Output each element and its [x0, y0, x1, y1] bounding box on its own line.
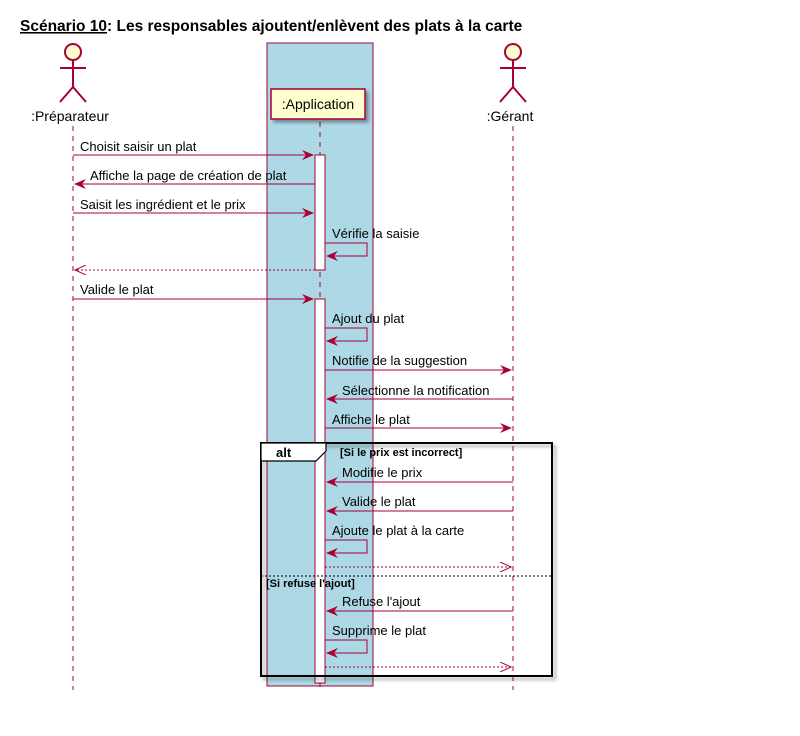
- participant-preparateur-label: :Préparateur: [31, 108, 109, 124]
- self-message-arrow: [325, 242, 368, 261]
- diagram-title: Scénario 10: Les responsables ajoutent/e…: [20, 18, 523, 35]
- message-label: Valide le plat: [342, 494, 416, 509]
- message-label: Modifie le prix: [342, 465, 423, 480]
- alt-guard-1: [Si le prix est incorrect]: [340, 447, 463, 459]
- self-message-arrow: [325, 327, 368, 346]
- message-label: Refuse l'ajout: [342, 594, 421, 609]
- alt-frame: [260, 442, 553, 677]
- message-label: Notifie de la suggestion: [332, 353, 467, 368]
- activation-bar-2: [314, 298, 326, 684]
- self-message-arrow: [325, 539, 368, 558]
- actor-gerant-icon: [499, 43, 527, 103]
- message-label: Vérifie la saisie: [332, 226, 419, 241]
- participant-application-label: :Application: [282, 96, 354, 112]
- message-label: Saisit les ingrédient et le prix: [80, 197, 246, 212]
- message-label: Sélectionne la notification: [342, 383, 489, 398]
- message-label: Choisit saisir un plat: [80, 139, 197, 154]
- alt-keyword: alt: [276, 445, 292, 460]
- participant-application-box: [270, 88, 366, 120]
- actor-preparateur-icon: [59, 43, 87, 103]
- title-scenario: Scénario 10: [20, 18, 107, 35]
- alt-guard-2: [Si refuse l'ajout]: [266, 578, 355, 590]
- participant-gerant-label: :Gérant: [487, 108, 534, 124]
- activation-bar-1: [314, 154, 326, 271]
- message-label: Valide le plat: [80, 282, 154, 297]
- message-label: Ajoute le plat à la carte: [332, 523, 464, 538]
- message-label: Affiche le plat: [332, 412, 410, 427]
- message-label: Supprime le plat: [332, 623, 426, 638]
- message-label: Affiche la page de création de plat: [90, 168, 287, 183]
- title-rest: : Les responsables ajoutent/enlèvent des…: [107, 18, 523, 35]
- message-label: Ajout du plat: [332, 311, 405, 326]
- self-message-arrow: [325, 639, 368, 658]
